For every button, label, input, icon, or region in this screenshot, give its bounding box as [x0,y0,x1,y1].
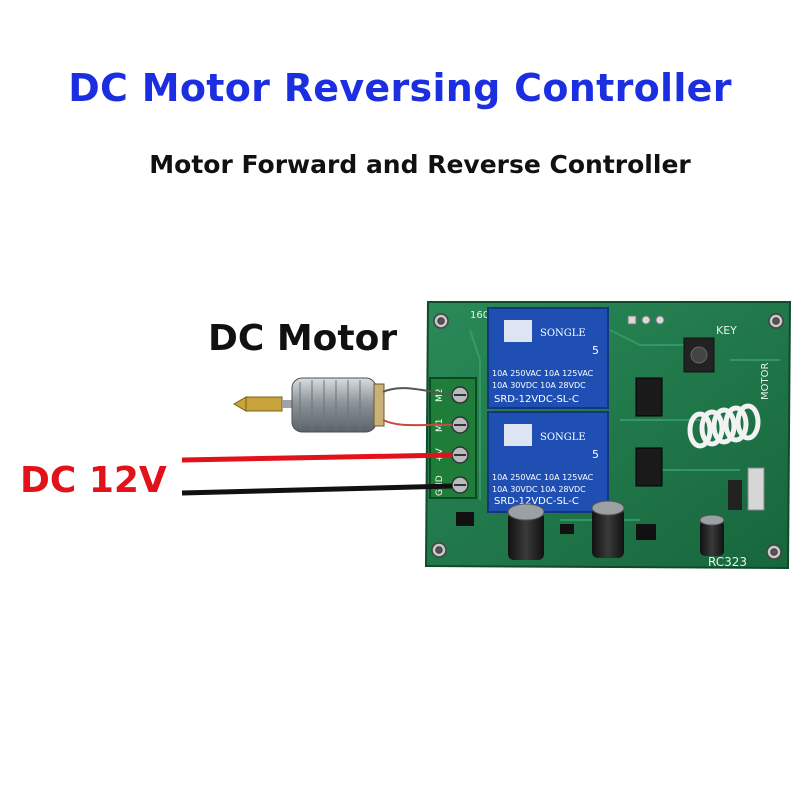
mounting-holes [431,313,784,560]
pcb-traces [469,329,780,521]
relay-2-brand: SONGLE [540,432,586,443]
relay-2-number: 5 [592,448,599,461]
terminal-block: M2 M1 +V GND [429,377,477,499]
dc-motor-icon [233,377,385,433]
relay-1-rating-2: 10A 30VDC 10A 28VDC [492,381,586,390]
terminal-m2: M2 [435,389,445,403]
relay-2-model: SRD-12VDC-SL-C [494,496,579,507]
relay-1-number: 5 [592,344,599,357]
motor-board-label: MOTOR [760,363,771,400]
motor-wire-1 [382,387,453,396]
positive-wire [181,452,453,463]
terminal-screws [451,386,469,494]
dc-motor-label: DC Motor [208,318,398,359]
negative-wire [181,483,453,496]
relay-1-rating-1: 10A 250VAC 10A 125VAC [492,369,594,378]
key-button-icon [683,337,715,373]
capacitors [507,500,725,560]
motor-wire-2 [382,419,453,427]
small-components [456,512,656,540]
connector-pins [728,480,742,510]
page-subtitle: Motor Forward and Reverse Controller [149,150,691,179]
relay-2-rating-1: 10A 250VAC 10A 125VAC [492,473,594,482]
key-label: KEY [716,324,737,337]
page-title: DC Motor Reversing Controller [68,66,732,110]
antenna-coil-icon [687,403,761,449]
board-model: 1603 [470,310,495,321]
ic-chips [635,377,663,487]
crystal [747,467,765,511]
relay-1: SONGLE 5 10A 250VAC 10A 125VAC 10A 30VDC… [487,307,609,409]
dc-12v-label: DC 12V [20,460,167,501]
led-pads [627,315,665,325]
relay-1-brand: SONGLE [540,328,586,339]
relay-1-model: SRD-12VDC-SL-C [494,394,579,405]
relay-2-rating-2: 10A 30VDC 10A 28VDC [492,485,586,494]
ic-label: RC323 [708,555,747,569]
relay-2: SONGLE 5 10A 250VAC 10A 125VAC 10A 30VDC… [487,411,609,513]
